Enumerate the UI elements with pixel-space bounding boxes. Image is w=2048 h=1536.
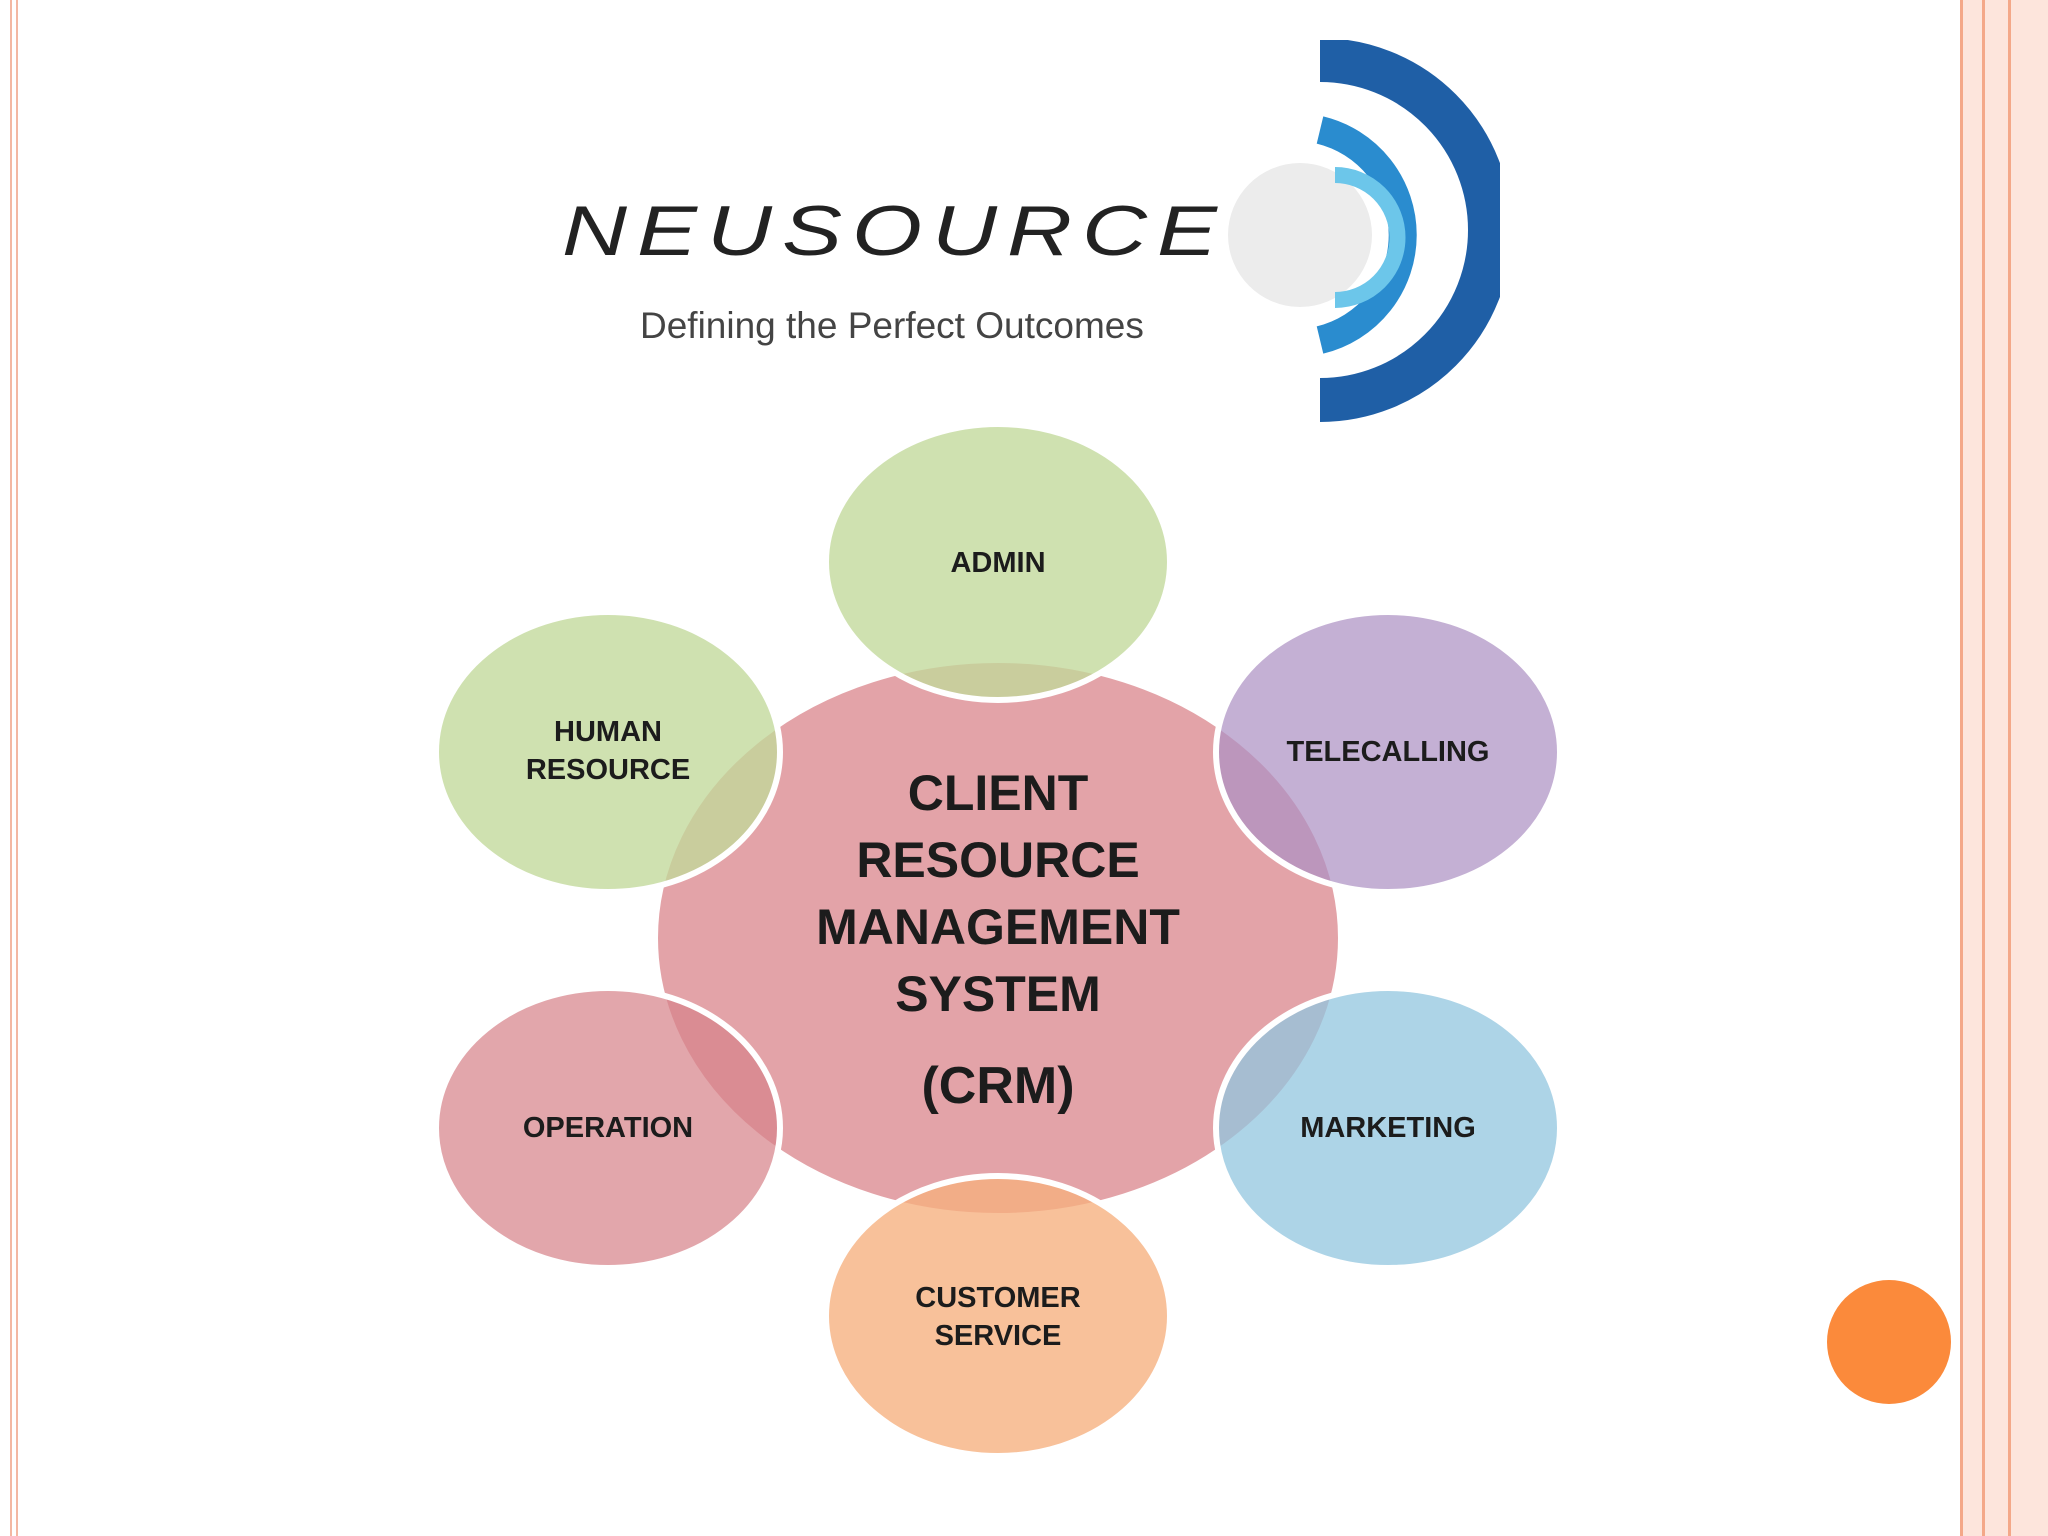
crm-label-line: RESOURCE xyxy=(856,832,1139,888)
node-human-resource-label: RESOURCE xyxy=(526,754,690,786)
node-admin-circle xyxy=(823,421,1173,703)
node-admin-label: ADMIN xyxy=(950,547,1045,579)
node-human-resource-label: HUMAN xyxy=(554,716,662,748)
node-operation-circle xyxy=(433,985,783,1271)
node-customer-service-circle xyxy=(823,1173,1173,1459)
node-customer-service-label: SERVICE xyxy=(935,1320,1062,1352)
crm-label-line: MANAGEMENT xyxy=(816,899,1180,955)
logo-arcs xyxy=(1228,40,1500,422)
node-customer-service-label: CUSTOMER xyxy=(915,1282,1080,1314)
node-marketing-circle xyxy=(1213,985,1563,1271)
crm-label-line: (CRM) xyxy=(921,1057,1074,1115)
node-human-resource-circle xyxy=(433,609,783,895)
logo-tagline: Defining the Perfect Outcomes xyxy=(640,305,1144,346)
frame-line xyxy=(2008,0,2011,1536)
node-marketing-label: MARKETING xyxy=(1300,1112,1476,1144)
slide-bullet-dot xyxy=(1827,1280,1951,1404)
node-operation-label: OPERATION xyxy=(523,1112,693,1144)
node-telecalling-label: TELECALLING xyxy=(1287,736,1490,768)
frame-line xyxy=(1960,0,1963,1536)
slide-frame-right xyxy=(1960,0,2048,1536)
crm-label-line: CLIENT xyxy=(908,765,1089,821)
crm-label-line: SYSTEM xyxy=(895,966,1101,1022)
slide-frame-left xyxy=(10,0,18,1536)
logo-wordmark: NEUSOURCE xyxy=(562,192,1228,271)
frame-line xyxy=(1982,0,1985,1536)
node-telecalling-circle xyxy=(1213,609,1563,895)
